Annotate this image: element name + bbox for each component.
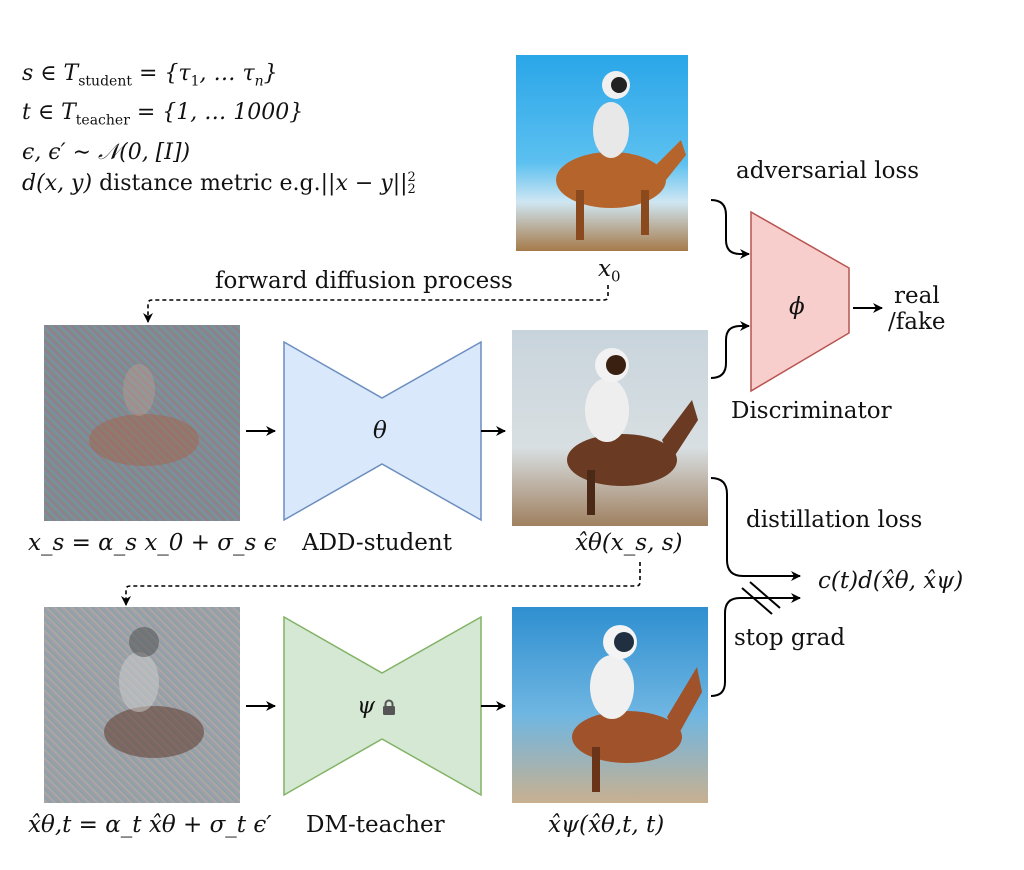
phi-symbol: ϕ bbox=[789, 294, 805, 320]
noisy-silhouette bbox=[89, 364, 199, 466]
discriminator-shape bbox=[750, 210, 850, 393]
definitions-block: s ∈ Tstudent = {τ1, … τn} t ∈ Tteacher =… bbox=[22, 58, 416, 199]
add-student-label: ADD-student bbox=[302, 530, 452, 556]
x0-label: x0 bbox=[598, 256, 621, 286]
noisy-image-xtheta-t bbox=[44, 607, 240, 803]
xs-formula: x_s = α_s x_0 + σ_s ϵ bbox=[28, 530, 277, 556]
real-fake-label: real /fake bbox=[888, 283, 946, 335]
noisy-silhouette-teacher bbox=[104, 627, 204, 758]
real-image-x0 bbox=[516, 55, 688, 251]
dm-teacher-label: DM-teacher bbox=[306, 812, 445, 838]
theta-symbol: θ bbox=[373, 418, 387, 444]
student-astronaut-illustration bbox=[567, 348, 698, 515]
loss-formula: c(t)d(x̂θ, x̂ψ) bbox=[818, 568, 964, 594]
adversarial-loss-label: adversarial loss bbox=[736, 158, 920, 184]
def-student-timesteps: s ∈ Tstudent = {τ1, … τn} bbox=[22, 61, 278, 90]
stop-grad-slash-1 bbox=[741, 587, 773, 615]
forward-diffusion-label: forward diffusion process bbox=[215, 268, 513, 294]
teacher-output-image bbox=[512, 607, 708, 803]
teacher-output-formula: x̂ψ(x̂θ,t, t) bbox=[548, 812, 665, 838]
renoise-formula: x̂θ,t = α_t x̂θ + σ_t ϵ′ bbox=[28, 812, 272, 838]
astronaut-horse-illustration bbox=[556, 71, 686, 240]
distillation-loss-label: distillation loss bbox=[746, 507, 923, 533]
def-noise: ϵ, ϵ′ ∼ 𝒩(0, [I]) bbox=[22, 139, 191, 165]
psi-symbol: ψ bbox=[357, 693, 396, 719]
student-output-formula: x̂θ(x_s, s) bbox=[575, 530, 683, 556]
discriminator-label: Discriminator bbox=[731, 398, 892, 424]
stop-grad-label: stop grad bbox=[734, 625, 846, 651]
stop-grad-slash-2 bbox=[749, 581, 781, 609]
student-network-shape bbox=[283, 340, 482, 522]
student-output-image bbox=[512, 330, 708, 526]
teacher-astronaut-illustration bbox=[572, 625, 702, 792]
lock-icon bbox=[383, 699, 396, 715]
def-teacher-timesteps: t ∈ Tteacher = {1, … 1000} bbox=[22, 100, 304, 129]
teacher-network-shape bbox=[283, 615, 482, 797]
noisy-image-xs bbox=[44, 325, 240, 521]
